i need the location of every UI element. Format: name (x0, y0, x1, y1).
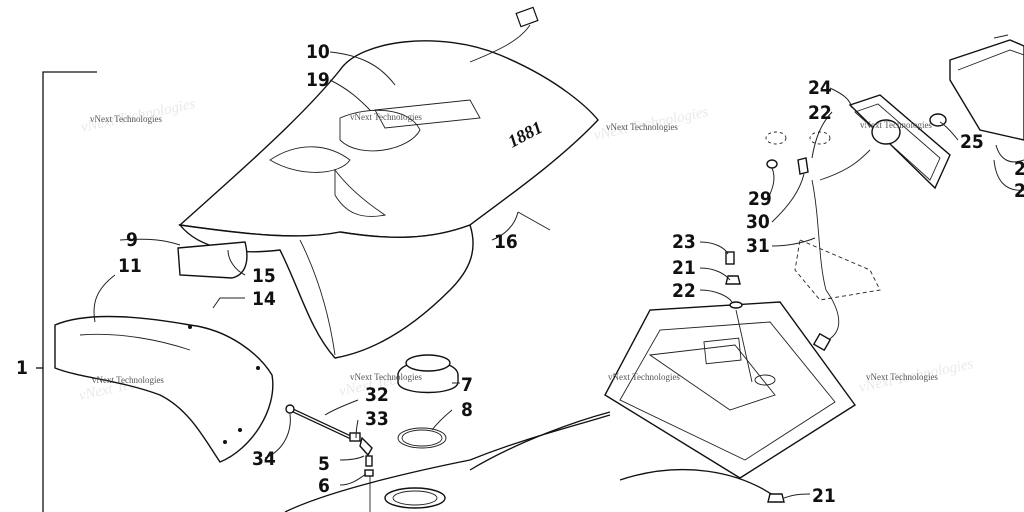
callout-label: 21 (812, 485, 836, 507)
fuel-tank (284, 414, 611, 512)
callout-label: 22 (672, 280, 696, 302)
rear-trim (54, 315, 274, 463)
connector-icon (515, 6, 539, 28)
vent-hose (285, 404, 374, 477)
callout-label: 15 (252, 265, 276, 287)
callout-label: 2 (1014, 180, 1024, 202)
callout-label: 30 (746, 211, 770, 233)
watermark-text: vNext Technologies (90, 114, 162, 124)
callout-label: 31 (746, 235, 770, 257)
callout-label: 23 (672, 231, 696, 253)
callout-label: 11 (118, 255, 142, 277)
watermarks: vNext Technologies vNext Technologies vN… (90, 112, 938, 385)
callout-label: 19 (306, 69, 330, 91)
callout-label: 9 (126, 229, 138, 251)
callout-label: 5 (318, 453, 330, 475)
watermark-text: vNext Technologies (866, 372, 938, 382)
storage-tray (469, 251, 857, 503)
callout-label: 2 (1014, 158, 1024, 180)
callout-label: 24 (808, 77, 832, 99)
callout-label: 33 (365, 408, 389, 430)
callout-label: 34 (252, 448, 276, 470)
callout-label: 1 (16, 357, 28, 379)
seat: 1881 (177, 6, 599, 359)
watermark-text: vNext Technologies (608, 372, 680, 382)
callout-label: 8 (461, 399, 473, 421)
callout-label: 16 (494, 231, 518, 253)
callout-label: 29 (748, 188, 772, 210)
callout-label: 6 (318, 475, 330, 497)
callout-label: 32 (365, 384, 389, 406)
callout-label: 21 (672, 257, 696, 279)
watermark-text: vNext Technologies (860, 120, 932, 130)
leader-lines (93, 51, 1024, 499)
watermark-text: vNext Technologies (350, 112, 422, 122)
callout-label: 10 (306, 41, 330, 63)
callouts: 1 5 6 7 8 9 10 11 14 15 16 19 21 21 22 2… (16, 41, 1024, 507)
callout-label: 7 (461, 374, 473, 396)
assembly-bracket (36, 71, 97, 512)
fuel-cap (397, 354, 459, 449)
taillight-assembly (765, 34, 1024, 352)
callout-label: 22 (808, 102, 832, 124)
callout-label: 14 (252, 288, 276, 310)
watermark-text: vNext Technologies (92, 375, 164, 385)
callout-label: 25 (960, 131, 984, 153)
watermark-text: vNext Technologies (606, 122, 678, 132)
watermark-text: vNext Technologies (350, 372, 422, 382)
